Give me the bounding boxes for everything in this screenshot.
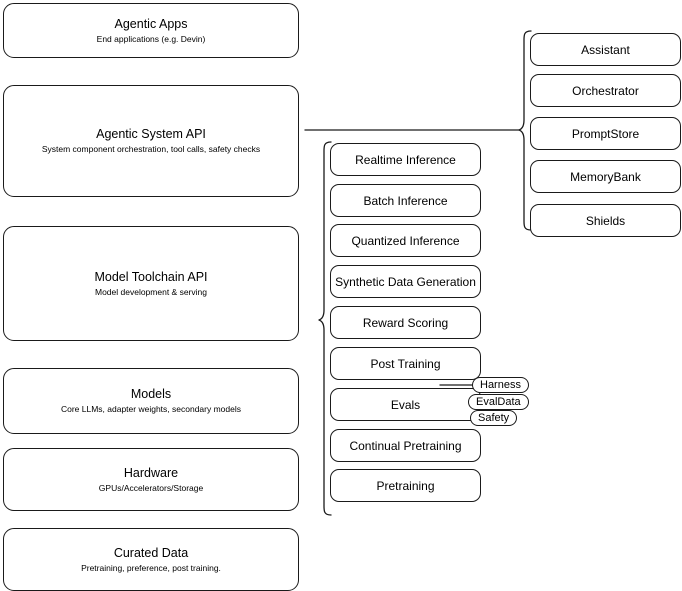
layer-title: Curated Data (113, 545, 189, 560)
layer-title: Agentic Apps (114, 16, 188, 31)
layer-box-model-toolchain-api[interactable]: Model Toolchain API Model development & … (3, 226, 299, 341)
layer-box-curated-data[interactable]: Curated Data Pretraining, preference, po… (3, 528, 299, 591)
system-component-memorybank[interactable]: MemoryBank (530, 160, 681, 193)
system-component-shields[interactable]: Shields (530, 204, 681, 237)
layer-title: Hardware (123, 465, 179, 480)
capability-pretraining[interactable]: Pretraining (330, 469, 481, 502)
layer-subtitle: GPUs/Accelerators/Storage (98, 482, 204, 493)
eval-pill-safety[interactable]: Safety (470, 410, 518, 426)
layer-subtitle: End applications (e.g. Devin) (96, 33, 206, 44)
layer-title: Models (130, 387, 172, 401)
capability-continual-pretraining[interactable]: Continual Pretraining (330, 429, 481, 462)
layer-title: Model Toolchain API (94, 269, 208, 284)
capability-realtime-inference[interactable]: Realtime Inference (330, 143, 481, 176)
layer-subtitle: Model development & serving (95, 286, 207, 297)
layer-box-agentic-system-api[interactable]: Agentic System API System component orch… (3, 85, 299, 197)
capability-quantized-inference[interactable]: Quantized Inference (330, 224, 481, 257)
eval-pill-evaldata[interactable]: EvalData (468, 394, 529, 410)
system-component-promptstore[interactable]: PromptStore (530, 117, 681, 150)
layer-subtitle: System component orchestration, tool cal… (41, 144, 261, 154)
layer-subtitle: Core LLMs, adapter weights, secondary mo… (60, 404, 241, 414)
capability-synthetic-data-generation[interactable]: Synthetic Data Generation (330, 265, 481, 298)
layer-box-agentic-apps[interactable]: Agentic Apps End applications (e.g. Devi… (3, 3, 299, 58)
system-component-assistant[interactable]: Assistant (530, 33, 681, 66)
layer-title: Agentic System API (96, 127, 206, 141)
capability-reward-scoring[interactable]: Reward Scoring (330, 306, 481, 339)
eval-pill-harness[interactable]: Harness (472, 377, 529, 393)
layer-subtitle: Pretraining, preference, post training. (81, 562, 221, 573)
system-component-orchestrator[interactable]: Orchestrator (530, 74, 681, 107)
capability-evals[interactable]: Evals (330, 388, 481, 421)
capability-post-training[interactable]: Post Training (330, 347, 481, 380)
capability-batch-inference[interactable]: Batch Inference (330, 184, 481, 217)
layer-box-models[interactable]: Models Core LLMs, adapter weights, secon… (3, 368, 299, 434)
layer-box-hardware[interactable]: Hardware GPUs/Accelerators/Storage (3, 448, 299, 511)
